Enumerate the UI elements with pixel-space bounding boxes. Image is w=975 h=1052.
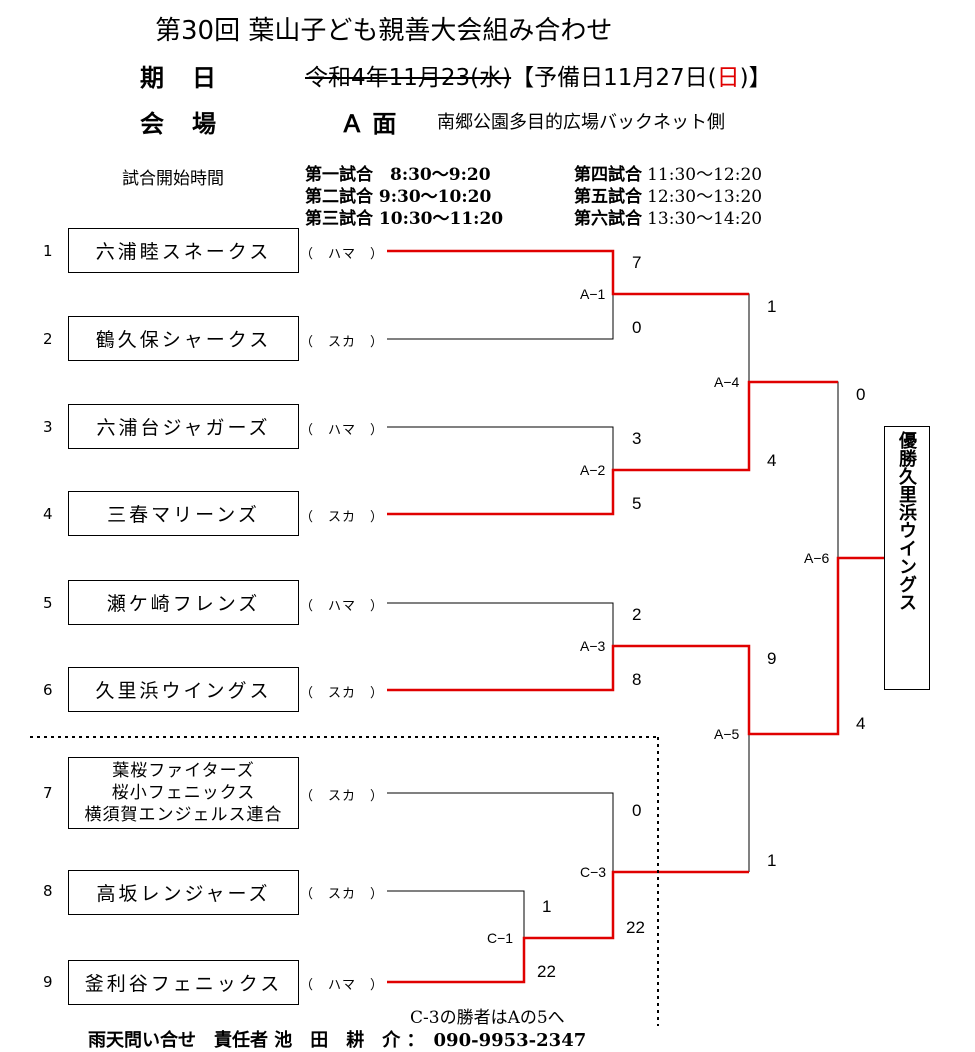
score-a1-top: 7 bbox=[632, 253, 642, 272]
schedule-label: 試合開始時間 bbox=[122, 169, 224, 189]
venue-court: Ａ 面 bbox=[340, 109, 397, 138]
score-a2-bottom: 5 bbox=[632, 494, 642, 513]
score-c1-top: 1 bbox=[542, 897, 552, 916]
seed-1: 1 bbox=[43, 242, 53, 260]
team-7-line-2: 桜小フェニックス bbox=[111, 783, 256, 803]
schedule-game-6-name: 第六試合 bbox=[574, 209, 642, 229]
team-box-7: 葉桜ファイターズ 桜小フェニックス 横須賀エンジェルス連合 bbox=[68, 757, 299, 829]
match-a1-label: A−1 bbox=[580, 286, 606, 302]
match-a2-label: A−2 bbox=[580, 462, 606, 478]
match-c1-label: C−1 bbox=[487, 930, 514, 946]
team-box-8: 高坂レンジャーズ bbox=[68, 870, 299, 915]
match-a5-label: A−5 bbox=[714, 726, 740, 742]
seed-3: 3 bbox=[43, 418, 53, 436]
seed-6: 6 bbox=[43, 681, 53, 699]
win-team4 bbox=[387, 380, 838, 516]
schedule-right: 第四試合 11:30～12:20 第五試合 12:30～13:20 第六試合 1… bbox=[574, 164, 762, 230]
reserve-date-day: 日 bbox=[716, 65, 740, 91]
seed-7: 7 bbox=[43, 784, 53, 802]
team-box-6: 久里浜ウイングス bbox=[68, 667, 299, 712]
winner-name: 久里浜ウイングス bbox=[896, 467, 917, 611]
schedule-game-5-time: 12:30～13:20 bbox=[647, 187, 763, 207]
score-c3-top: 0 bbox=[632, 801, 642, 820]
team-box-5: 瀬ケ崎フレンズ bbox=[68, 580, 299, 625]
seed-5: 5 bbox=[43, 594, 53, 612]
match-a4-label: A−4 bbox=[714, 374, 740, 390]
seed-8: 8 bbox=[43, 882, 53, 900]
original-date: 令和4年11月23(水) bbox=[305, 65, 512, 91]
team-box-9: 釜利谷フェニックス bbox=[68, 960, 299, 1005]
team-7-line-3: 横須賀エンジェルス連合 bbox=[84, 805, 283, 825]
team-side-9: （ ハマ ） bbox=[300, 978, 385, 993]
win-team6 bbox=[387, 556, 884, 736]
contact-info: 雨天問い合せ 責任者 池 田 耕 介 ： 090-9953-2347 bbox=[88, 1030, 587, 1051]
line-a4-advance bbox=[749, 381, 839, 558]
team-side-2: （ スカ ） bbox=[300, 335, 385, 350]
team-side-1: （ ハマ ） bbox=[300, 247, 385, 262]
winner-label: 優勝 bbox=[896, 431, 917, 467]
score-a1-bottom: 0 bbox=[632, 318, 642, 337]
score-a5-bottom: 1 bbox=[767, 851, 777, 870]
schedule-game-4-time: 11:30～12:20 bbox=[647, 165, 763, 185]
score-a6-top: 0 bbox=[856, 385, 866, 404]
team-side-3: （ ハマ ） bbox=[300, 423, 385, 438]
schedule-game-4-name: 第四試合 bbox=[574, 165, 642, 185]
score-a4-bottom: 4 bbox=[767, 451, 777, 470]
event-date: 令和4年11月23(水)【予備日11月27日(日)】 bbox=[305, 58, 772, 92]
winner-box: 優勝久里浜ウイングス bbox=[884, 426, 930, 690]
reserve-date-post: )】 bbox=[739, 65, 772, 91]
team-side-5: （ ハマ ） bbox=[300, 599, 385, 614]
seed-9: 9 bbox=[43, 973, 53, 991]
score-a3-bottom: 8 bbox=[632, 670, 642, 689]
score-a4-top: 1 bbox=[767, 297, 777, 316]
team-side-6: （ スカ ） bbox=[300, 686, 385, 701]
schedule-game-1: 第一試合 8:30～9:20 bbox=[305, 165, 491, 185]
team-side-8: （ スカ ） bbox=[300, 887, 385, 902]
schedule-game-2: 第二試合 9:30～10:20 bbox=[305, 187, 492, 207]
seed-4: 4 bbox=[43, 505, 53, 523]
line-team7 bbox=[387, 792, 614, 872]
score-a5-top: 9 bbox=[767, 649, 777, 668]
team-side-7: （ スカ ） bbox=[300, 789, 385, 804]
page-title: 第30回 葉山子ども親善大会組み合わせ bbox=[155, 16, 613, 46]
score-c3-bottom: 22 bbox=[626, 918, 645, 937]
team-side-4: （ スカ ） bbox=[300, 510, 385, 525]
score-c1-bottom: 22 bbox=[537, 962, 556, 981]
date-label: 期 日 bbox=[140, 64, 218, 92]
team-7-line-1: 葉桜ファイターズ bbox=[112, 761, 255, 781]
line-a1-advance bbox=[613, 293, 750, 382]
win-team9 bbox=[387, 870, 749, 984]
match-a3-label: A−3 bbox=[580, 638, 606, 654]
team-box-3: 六浦台ジャガーズ bbox=[68, 404, 299, 449]
team-box-1: 六浦睦スネークス bbox=[68, 228, 299, 273]
schedule-game-3: 第三試合 10:30～11:20 bbox=[305, 209, 504, 229]
line-team2 bbox=[387, 294, 614, 340]
reserve-date-pre: 【予備日11月27日( bbox=[511, 65, 717, 91]
venue-label: 会 場 bbox=[140, 110, 218, 138]
seed-2: 2 bbox=[43, 330, 53, 348]
match-c3-label: C−3 bbox=[580, 864, 607, 880]
line-team8 bbox=[387, 890, 525, 938]
line-team5 bbox=[387, 602, 614, 646]
team-box-2: 鶴久保シャークス bbox=[68, 316, 299, 361]
match-a6-label: A−6 bbox=[804, 550, 830, 566]
venue-name: 南郷公園多目的広場バックネット側 bbox=[437, 112, 725, 133]
score-a6-bottom: 4 bbox=[856, 714, 866, 733]
line-team3 bbox=[387, 426, 614, 470]
score-a2-top: 3 bbox=[632, 429, 642, 448]
team-box-4: 三春マリーンズ bbox=[68, 491, 299, 536]
bracket-note: C-3の勝者はAの5へ bbox=[410, 1008, 565, 1028]
schedule-game-5-name: 第五試合 bbox=[574, 187, 642, 207]
win-team1 bbox=[387, 249, 749, 296]
score-a3-top: 2 bbox=[632, 605, 642, 624]
schedule-left: 第一試合 8:30～9:20 第二試合 9:30～10:20 第三試合 10:3… bbox=[305, 164, 503, 230]
schedule-game-6-time: 13:30～14:20 bbox=[647, 209, 763, 229]
